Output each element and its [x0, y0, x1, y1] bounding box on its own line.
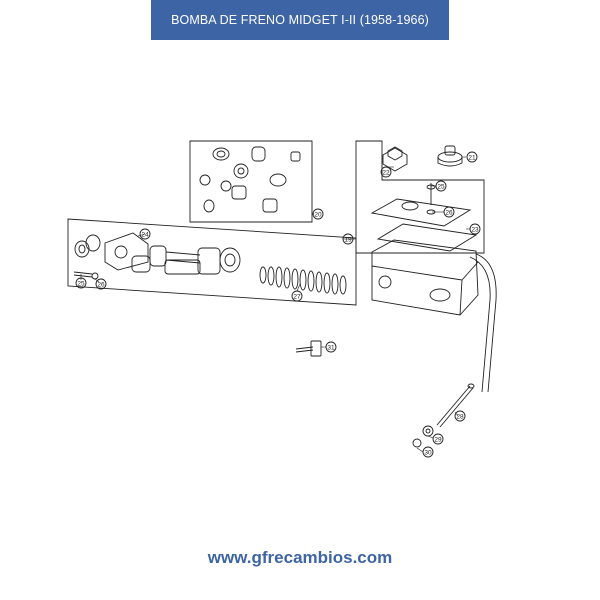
reservoir-caps	[382, 145, 463, 172]
svg-text:27: 27	[293, 293, 301, 300]
callout-26: 26	[443, 206, 455, 218]
brake-pipe	[475, 253, 497, 393]
svg-text:24: 24	[141, 231, 149, 238]
svg-text:25: 25	[437, 183, 445, 190]
callout-23: 23	[469, 223, 481, 235]
svg-text:29: 29	[434, 436, 442, 443]
callout-24: 24	[139, 228, 151, 240]
callout-28: 28	[454, 410, 466, 422]
seal-parts-group	[199, 146, 301, 213]
callout-19: 19	[342, 233, 354, 245]
svg-text:28: 28	[456, 413, 464, 420]
leader-lines	[80, 156, 470, 453]
svg-text:23: 23	[471, 226, 479, 233]
svg-text:22: 22	[382, 169, 390, 176]
inset-box-reservoir	[355, 140, 485, 254]
callout-20: 20	[312, 208, 324, 220]
svg-text:19: 19	[344, 236, 352, 243]
svg-text:26: 26	[445, 209, 453, 216]
inset-box-seals	[189, 140, 313, 223]
inset-box-cylinder	[67, 218, 357, 306]
page-title-banner: BOMBA DE FRENO MIDGET I-II (1958-1966)	[151, 0, 449, 40]
svg-text:21: 21	[468, 154, 476, 161]
master-cylinder-body	[371, 239, 479, 316]
website-url[interactable]: www.gfrecambios.com	[207, 548, 393, 567]
spring-group	[259, 266, 347, 295]
callout-22: 22	[380, 166, 392, 178]
callout-26-left: 26	[95, 278, 107, 290]
svg-text:30: 30	[424, 449, 432, 456]
svg-text:31: 31	[327, 344, 335, 351]
svg-text:20: 20	[314, 211, 322, 218]
callout-31: 31	[325, 341, 337, 353]
callout-29: 29	[432, 433, 444, 445]
callout-25: 25	[435, 180, 447, 192]
callout-30: 30	[422, 446, 434, 458]
page-title: BOMBA DE FRENO MIDGET I-II (1958-1966)	[171, 13, 429, 27]
callout-27: 27	[291, 290, 303, 302]
svg-text:26: 26	[97, 281, 105, 288]
callout-25-left: 25	[75, 277, 87, 289]
svg-text:25: 25	[77, 280, 85, 287]
callout-21: 21	[466, 151, 478, 163]
bracket-group	[295, 340, 322, 357]
reservoir-lid	[370, 183, 478, 252]
cylinder-internals	[74, 232, 241, 275]
left-bolt-group	[73, 271, 99, 280]
